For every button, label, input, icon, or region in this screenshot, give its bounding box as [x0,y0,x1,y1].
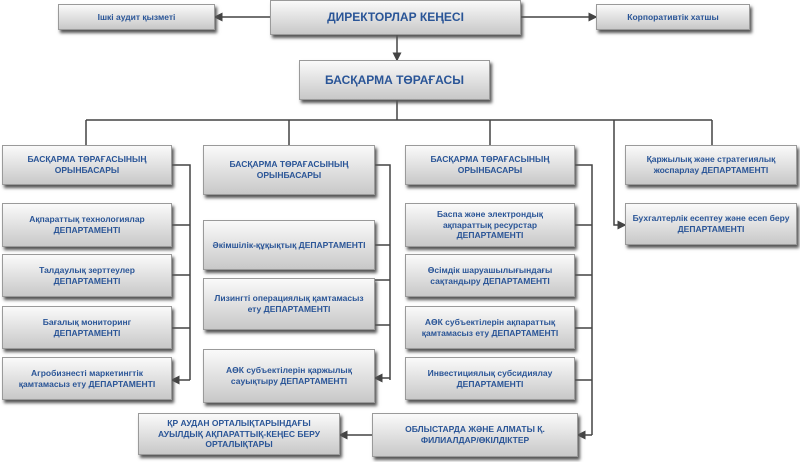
deputy-1-box: БАСҚАРМА ТӨРАҒАСЫНЫҢ ОРЫНБАСАРЫ [2,145,172,185]
left-dept-box: Бағалық мониторинг ДЕПАРТАМЕНТІ [2,306,172,349]
corporate-secretary-box: Корпоративтік хатшы [596,4,750,30]
middle-dept-box: АӨК субъектілерін қаржылық сауықтыру ДЕП… [203,349,375,403]
right-dept-box: Баспа және электрондық ақпараттық ресурс… [405,203,575,247]
deputy-3-box: БАСҚАРМА ТӨРАҒАСЫНЫҢ ОРЫНБАСАРЫ [405,145,575,185]
finance-strategy-dept-box: Қаржылық және стратегиялық жоспарлау ДЕП… [625,145,797,185]
left-dept-box: Ақпараттық технологиялар ДЕПАРТАМЕНТІ [2,203,172,247]
board-of-directors-box: ДИРЕКТОРЛАР КЕҢЕСІ [270,0,521,35]
right-dept-box: АӨК субъектілерін ақпараттық қамтамасыз … [405,306,575,349]
left-dept-box: Талдаулық зерттеулер ДЕПАРТАМЕНТІ [2,254,172,297]
right-dept-box: Инвестициялық субсидиялау ДЕПАРТАМЕНТІ [405,357,575,400]
rural-centers-box: ҚР АУДАН ОРТАЛЫҚТАРЫНДАҒЫ АУЫЛДЫҚ АҚПАРА… [138,413,340,455]
left-dept-box: Агробизнесті маркетингтік қамтамасыз ету… [2,357,172,400]
regional-branches-box: ОБЛЫСТАРДА ЖӘНЕ АЛМАТЫ Қ. ФИЛИАЛДАР/ӨКІЛ… [372,413,578,457]
deputy-2-box: БАСҚАРМА ТӨРАҒАСЫНЫҢ ОРЫНБАСАРЫ [203,145,375,195]
middle-dept-box: Лизингті операциялық қамтамасыз ету ДЕПА… [203,278,375,330]
chairman-box: БАСҚАРМА ТӨРАҒАСЫ [299,60,490,100]
accounting-dept-box: Бухгалтерлік есептеу және есеп беру ДЕПА… [625,203,797,245]
right-dept-box: Өсімдік шаруашылығындағы сақтандыру ДЕПА… [405,254,575,297]
middle-dept-box: Әкімшілік-құқықтық ДЕПАРТАМЕНТІ [203,220,375,270]
internal-audit-box: Ішкі аудит қызметі [58,4,215,30]
